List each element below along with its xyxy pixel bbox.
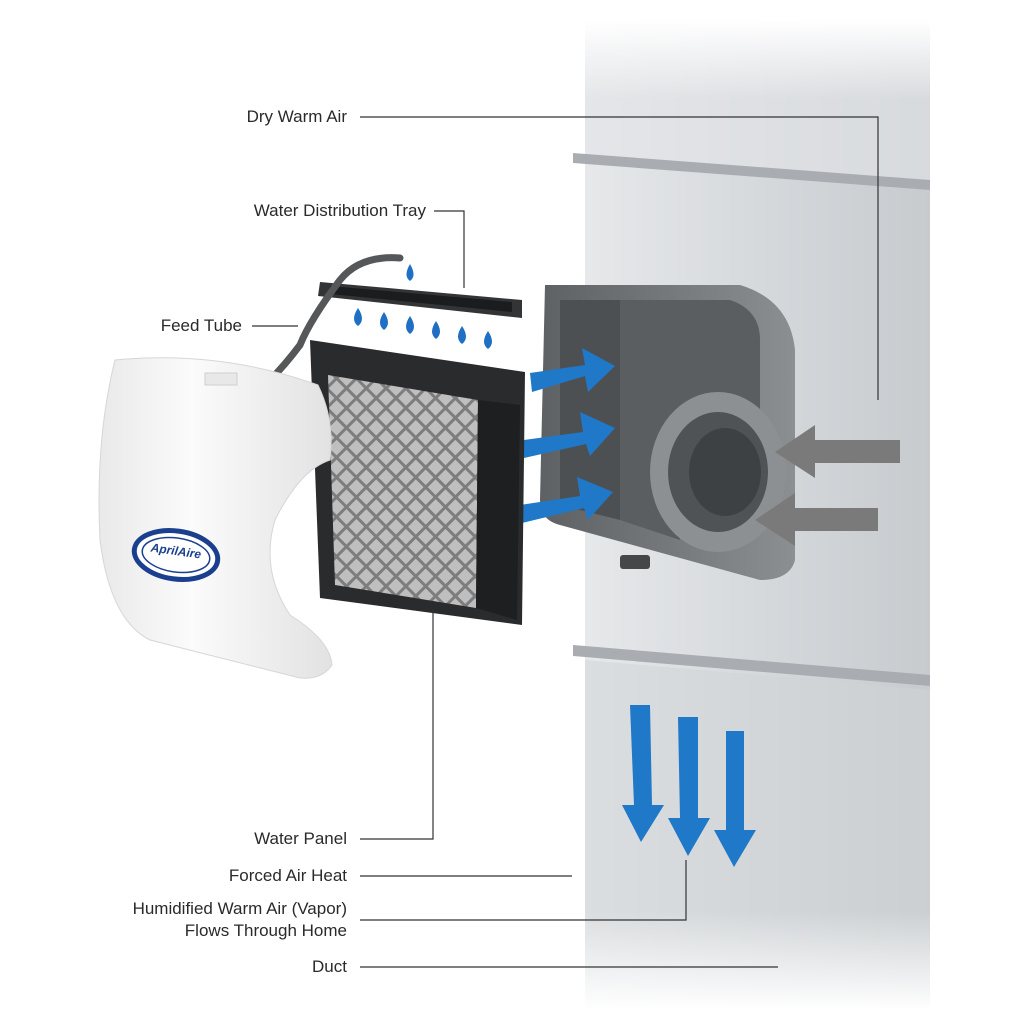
- label-water-distribution-tray: Water Distribution Tray: [253, 201, 426, 220]
- vapor-arrow-1: [622, 705, 664, 842]
- water-drops: [354, 264, 492, 349]
- intake-arrow-lower: [755, 493, 878, 546]
- water-drop: [484, 331, 492, 349]
- airflow-arrow-3: [520, 477, 613, 523]
- label-humidified-line1: Humidified Warm Air (Vapor): [132, 899, 347, 918]
- leader-water-panel: [360, 610, 434, 840]
- front-cover: [98, 357, 333, 679]
- intake-arrow-upper: [775, 425, 900, 478]
- water-drop: [380, 312, 388, 330]
- vapor-arrow-2: [668, 717, 710, 856]
- leader-lines: [252, 116, 879, 968]
- leader-water-distribution-tray: [434, 210, 465, 288]
- airflow-arrow-1: [530, 348, 615, 392]
- water-drop: [406, 264, 414, 281]
- label-feed-tube: Feed Tube: [160, 316, 242, 335]
- leader-humidified-air: [360, 860, 687, 921]
- label-water-panel: Water Panel: [254, 829, 347, 848]
- water-drop: [354, 308, 362, 326]
- vapor-flow-arrows: [622, 705, 756, 867]
- label-duct: Duct: [312, 957, 347, 976]
- water-drop: [458, 326, 466, 344]
- label-forced-air-heat: Forced Air Heat: [228, 866, 347, 885]
- label-humidified-line2: Flows Through Home: [184, 921, 347, 940]
- water-panel: [310, 340, 525, 625]
- humidifier-housing: [540, 285, 795, 580]
- vapor-arrow-3: [714, 731, 756, 867]
- water-drop: [406, 316, 414, 334]
- water-drop: [432, 321, 440, 339]
- water-distribution-tray: [318, 282, 522, 318]
- intake-arrows: [755, 425, 900, 546]
- label-humidified-warm-air: Humidified Warm Air (Vapor) Flows Throug…: [133, 898, 347, 942]
- label-dry-warm-air: Dry Warm Air: [246, 107, 347, 126]
- leader-dry-warm-air: [360, 116, 879, 400]
- airflow-arrow-2: [524, 412, 615, 458]
- feed-tube: [266, 254, 404, 384]
- airflow-arrows: [520, 348, 615, 523]
